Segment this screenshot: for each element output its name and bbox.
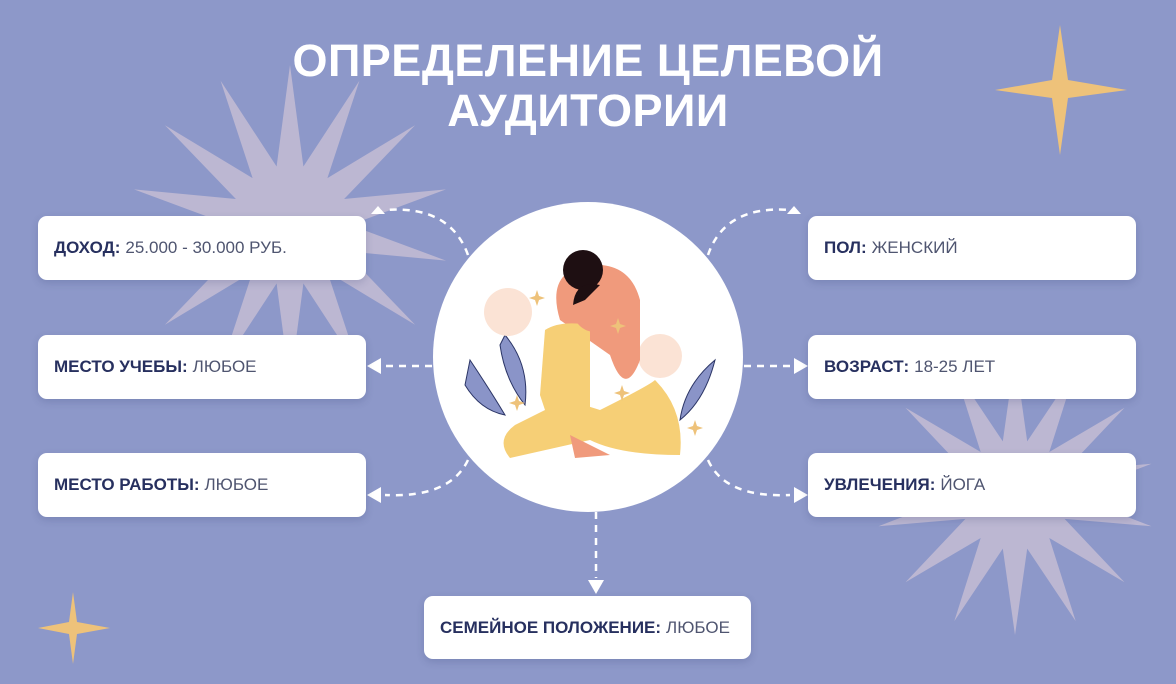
card-value: ЛЮБОЕ bbox=[204, 475, 269, 494]
card-value: ЙОГА bbox=[940, 475, 986, 494]
arrowheads bbox=[367, 206, 808, 594]
card-gender: ПОЛ:ЖЕНСКИЙ bbox=[808, 216, 1136, 280]
card-value: ЖЕНСКИЙ bbox=[871, 238, 958, 257]
title-line-2: АУДИТОРИИ bbox=[447, 85, 729, 136]
page-title: ОПРЕДЕЛЕНИЕ ЦЕЛЕВОЙ АУДИТОРИИ bbox=[0, 36, 1176, 136]
card-family: СЕМЕЙНОЕ ПОЛОЖЕНИЕ:ЛЮБОЕ bbox=[424, 596, 751, 659]
connector-lines bbox=[384, 208, 791, 578]
sparkle-icon bbox=[995, 25, 1127, 155]
yoga-woman-illustration bbox=[464, 250, 716, 458]
card-label: СЕМЕЙНОЕ ПОЛОЖЕНИЕ: bbox=[440, 617, 662, 637]
card-value: 18-25 ЛЕТ bbox=[914, 357, 996, 376]
card-income: ДОХОД:25.000 - 30.000 РУБ. bbox=[38, 216, 366, 280]
card-study: МЕСТО УЧЕБЫ:ЛЮБОЕ bbox=[38, 335, 366, 399]
card-label: УВЛЕЧЕНИЯ: bbox=[824, 475, 936, 494]
card-value: ЛЮБОЕ bbox=[192, 357, 257, 376]
card-label: ПОЛ: bbox=[824, 238, 867, 257]
card-hobby: УВЛЕЧЕНИЯ:ЙОГА bbox=[808, 453, 1136, 517]
card-label: МЕСТО УЧЕБЫ: bbox=[54, 357, 188, 376]
card-label: ДОХОД: bbox=[54, 238, 121, 257]
card-label: МЕСТО РАБОТЫ: bbox=[54, 475, 200, 494]
card-work: МЕСТО РАБОТЫ:ЛЮБОЕ bbox=[38, 453, 366, 517]
small-sparkles bbox=[509, 290, 703, 436]
sparkle-icon bbox=[38, 592, 110, 664]
card-value: ЛЮБОЕ bbox=[666, 617, 730, 637]
card-age: ВОЗРАСТ:18-25 ЛЕТ bbox=[808, 335, 1136, 399]
card-value: 25.000 - 30.000 РУБ. bbox=[125, 238, 287, 257]
title-line-1: ОПРЕДЕЛЕНИЕ ЦЕЛЕВОЙ bbox=[292, 35, 884, 86]
card-label: ВОЗРАСТ: bbox=[824, 357, 910, 376]
